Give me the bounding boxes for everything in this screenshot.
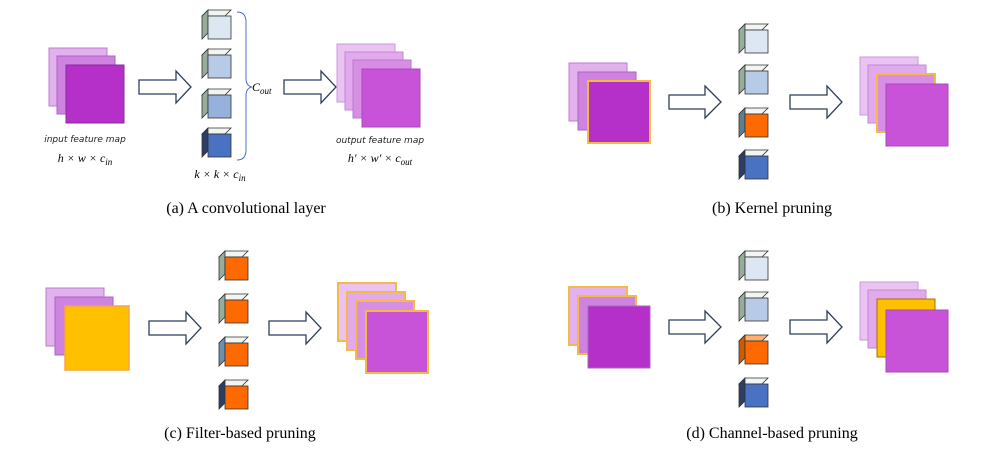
kernel-cube — [201, 127, 232, 158]
arrow-icon — [789, 84, 843, 120]
kernel-cube — [738, 23, 769, 54]
arrow-icon — [789, 309, 843, 345]
panel-d: (d) Channel-based pruning — [568, 250, 949, 442]
input-feature-map-stack — [45, 287, 130, 371]
output-dimensions: h′ × w′ × cout — [348, 151, 413, 167]
arrow-icon — [148, 310, 202, 346]
input-dimensions: h × w × cin — [58, 151, 113, 167]
panel-b-caption: (b) Kernel pruning — [712, 200, 832, 217]
arrow-icon — [668, 309, 722, 345]
arrow-icon — [668, 84, 722, 120]
arrow-icon — [268, 310, 322, 346]
kernel-dimensions: k × k × cin — [194, 167, 246, 183]
kernel-cube-pruned — [738, 107, 769, 138]
output-feature-map-stack — [859, 281, 949, 373]
kernel-cube-pruned — [218, 379, 249, 410]
panel-b: (b) Kernel pruning — [568, 23, 949, 217]
kernel-cube-stack — [738, 23, 769, 180]
panel-d-caption: (d) Channel-based pruning — [686, 425, 858, 442]
kernel-cube — [738, 149, 769, 180]
kernel-cube — [201, 88, 232, 119]
cout-label: Cout — [252, 80, 272, 96]
kernel-cube-stack — [218, 250, 249, 410]
output-feature-map-stack — [336, 43, 421, 128]
kernel-cube — [738, 377, 769, 408]
kernel-cube — [738, 250, 769, 281]
brace — [236, 11, 253, 161]
output-feature-map-label: output feature map — [336, 136, 424, 146]
input-feature-map-stack — [568, 286, 651, 369]
panel-a: input feature map h × w × cin — [44, 9, 424, 217]
kernel-cube-pruned — [218, 250, 249, 281]
arrow-icon — [283, 69, 337, 105]
kernel-cube-stack — [201, 9, 232, 158]
panel-c-caption: (c) Filter-based pruning — [164, 425, 316, 442]
panel-c: (c) Filter-based pruning — [45, 250, 429, 442]
kernel-cube — [738, 291, 769, 322]
kernel-cube-stack — [738, 250, 769, 408]
output-feature-map-stack — [337, 282, 429, 374]
input-feature-map-stack — [568, 62, 651, 144]
input-feature-map-label: input feature map — [44, 135, 126, 145]
kernel-cube-pruned — [218, 293, 249, 324]
kernel-cube-pruned — [218, 336, 249, 367]
kernel-cube — [201, 9, 232, 40]
output-feature-map-stack — [859, 56, 949, 147]
kernel-cube-pruned — [738, 334, 769, 365]
kernel-cube — [738, 64, 769, 95]
input-feature-map-stack — [48, 47, 125, 124]
kernel-cube — [201, 48, 232, 79]
arrow-icon — [138, 69, 192, 105]
panel-a-caption: (a) A convolutional layer — [166, 200, 326, 217]
